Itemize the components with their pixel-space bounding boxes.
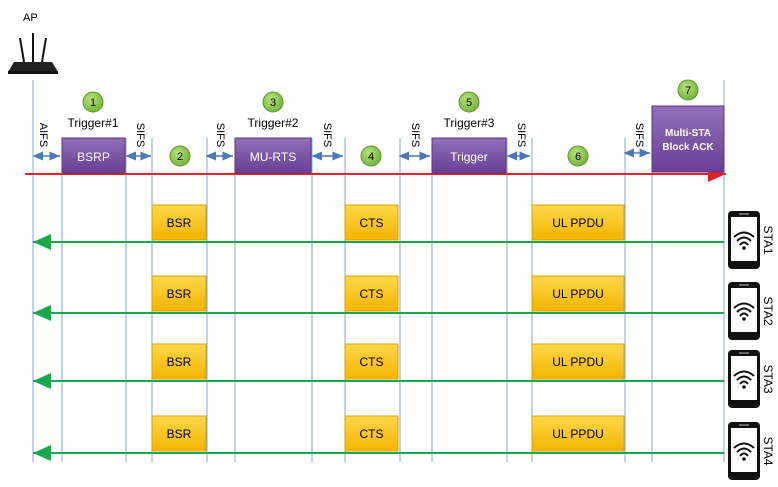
ul-ppdu-frame: UL PPDU: [531, 275, 625, 312]
step-5-number: 5: [466, 97, 472, 109]
ap-label: AP: [23, 12, 38, 24]
cts-frame: CTS: [344, 275, 399, 312]
sifs-label-6: SIFS: [633, 123, 645, 147]
step-1-number: 1: [90, 97, 96, 109]
multi-sta-block-ack-frame: Multi-STA Block ACK: [651, 105, 725, 173]
bsr-frame: BSR: [151, 204, 207, 241]
bsr-label: BSR: [167, 287, 192, 301]
cts-label: CTS: [360, 355, 384, 369]
cts-frame: CTS: [344, 204, 399, 241]
step-4-badge: 4: [360, 145, 382, 167]
phone-icon: [728, 422, 760, 480]
bsrp-frame: BSRP: [61, 137, 126, 174]
bsrp-label: BSRP: [77, 150, 110, 164]
cts-label: CTS: [360, 216, 384, 230]
multi-sta-line2: Block ACK: [662, 142, 714, 153]
cts-frame: CTS: [344, 343, 399, 380]
step-3-badge: 3: [262, 91, 284, 113]
bsr-label: BSR: [167, 216, 192, 230]
sifs-label-5: SIFS: [515, 123, 527, 147]
aifs-label: AIFS: [37, 123, 49, 147]
spacing-arrows: [32, 148, 650, 161]
step-4-number: 4: [368, 151, 374, 163]
ul-ppdu-label: UL PPDU: [552, 287, 604, 301]
station-label: STA4: [761, 436, 775, 465]
ul-ppdu-frame: UL PPDU: [531, 343, 625, 380]
timing-guides: [32, 80, 725, 462]
step-1-badge: 1: [82, 91, 104, 113]
ul-ppdu-label: UL PPDU: [552, 427, 604, 441]
sta-row: BSR CTS UL PPDU STA3: [33, 343, 775, 408]
step-6-number: 6: [575, 151, 581, 163]
sifs-label-4: SIFS: [409, 123, 421, 147]
trigger-2-label: Trigger#2: [248, 116, 299, 130]
step-6-badge: 6: [567, 145, 589, 167]
cts-frame: CTS: [344, 415, 399, 452]
ul-ppdu-label: UL PPDU: [552, 216, 604, 230]
sifs-label-3: SIFS: [321, 123, 333, 147]
step-2-badge: 2: [169, 145, 191, 167]
trigger-1-label: Trigger#1: [68, 116, 119, 130]
ul-ppdu-frame: UL PPDU: [531, 204, 625, 241]
phone-icon: [728, 211, 760, 269]
station-label: STA2: [761, 296, 775, 325]
ul-ppdu-label: UL PPDU: [552, 355, 604, 369]
cts-label: CTS: [360, 287, 384, 301]
step-2-number: 2: [177, 151, 183, 163]
sta-row: BSR CTS UL PPDU STA1: [33, 204, 775, 269]
phone-icon: [728, 350, 760, 408]
mu-rts-label: MU-RTS: [250, 150, 296, 164]
multi-sta-line1: Multi-STA: [665, 128, 711, 139]
sta-row: BSR CTS UL PPDU STA2: [33, 275, 775, 340]
bsr-frame: BSR: [151, 415, 207, 452]
step-7-number: 7: [685, 85, 691, 97]
sta-row: BSR CTS UL PPDU STA4: [33, 415, 775, 480]
cts-label: CTS: [360, 427, 384, 441]
station-label: STA1: [761, 225, 775, 254]
station-label: STA3: [761, 364, 775, 393]
trigger-frame: Trigger: [431, 137, 507, 174]
sifs-label-1: SIFS: [134, 123, 146, 147]
ul-ppdu-frame: UL PPDU: [531, 415, 625, 452]
bsr-label: BSR: [167, 427, 192, 441]
step-7-badge: 7: [677, 79, 699, 101]
trigger-label: Trigger: [450, 150, 488, 164]
router-icon: [8, 33, 58, 74]
trigger-3-label: Trigger#3: [444, 116, 495, 130]
bsr-label: BSR: [167, 355, 192, 369]
sifs-label-2: SIFS: [214, 123, 226, 147]
bsr-frame: BSR: [151, 343, 207, 380]
phone-icon: [728, 282, 760, 340]
mu-rts-frame: MU-RTS: [234, 137, 312, 174]
step-5-badge: 5: [458, 91, 480, 113]
bsr-frame: BSR: [151, 275, 207, 312]
step-3-number: 3: [270, 97, 276, 109]
